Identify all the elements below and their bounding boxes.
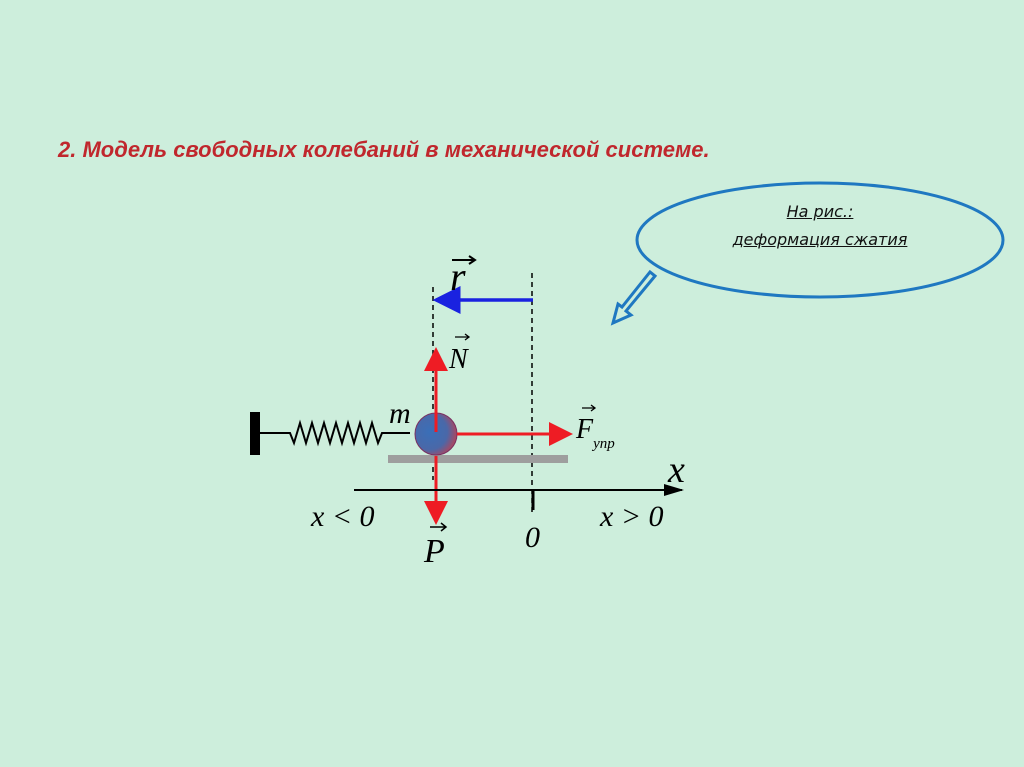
elastic-force-label: Fупр — [575, 414, 615, 452]
positive-region-label: x > 0 — [599, 500, 664, 533]
vector-arrow-icon — [452, 255, 477, 265]
callout-arrow-icon — [610, 269, 658, 326]
support-surface — [388, 455, 568, 463]
callout-line-1: На рис.: — [786, 202, 854, 221]
displacement-label: r — [450, 254, 466, 299]
callout-line-2: деформация сжатия — [732, 230, 908, 249]
mass-label: m — [389, 397, 411, 430]
vector-arrow-icon — [582, 404, 597, 412]
spring — [260, 419, 410, 447]
origin-label: 0 — [525, 521, 540, 554]
wall — [250, 412, 260, 455]
callout-text: На рис.: деформация сжатия — [700, 198, 940, 254]
vector-arrow-icon — [430, 522, 448, 532]
negative-region-label: x < 0 — [310, 500, 375, 533]
slide-title: 2. Модель свободных колебаний в механиче… — [58, 137, 710, 162]
weight-label: P — [423, 533, 445, 570]
callout-ellipse — [635, 181, 1005, 299]
normal-force-label: N — [448, 344, 469, 375]
x-axis-label: x — [667, 449, 685, 491]
vector-arrow-icon — [455, 333, 471, 341]
